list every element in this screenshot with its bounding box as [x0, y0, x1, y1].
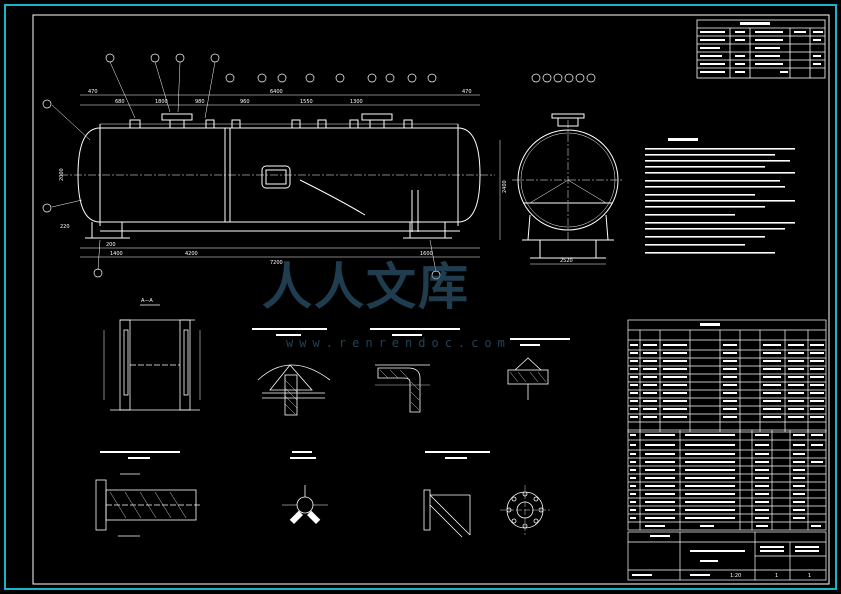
support-detail-caption [290, 451, 316, 459]
detail-2 [375, 364, 430, 413]
detail-1-caption [252, 328, 327, 336]
dim-top-7: 6400 [270, 89, 283, 95]
title-block [627, 531, 827, 581]
detail-3-caption [510, 338, 570, 346]
support-detail-fill [290, 511, 320, 524]
section-a-a-label: A—A [141, 298, 153, 304]
dim-top-4: 960 [240, 99, 250, 105]
watermark-url: www.renrendoc.com [286, 336, 511, 350]
title-block-sheet: 1 [775, 573, 778, 579]
dim-top-3: 980 [195, 99, 205, 105]
support-detail [282, 485, 328, 521]
dim-left-2: 2000 [59, 168, 65, 181]
parts-list [627, 429, 827, 531]
detail-1 [257, 364, 331, 416]
table-text-blocks [630, 323, 824, 576]
outer-frame [4, 4, 837, 590]
detail-2-caption [370, 328, 460, 336]
flange-detail-caption [100, 451, 180, 459]
flange-detail-hatch [109, 491, 187, 519]
dim-top-1: 680 [115, 99, 125, 105]
vessel-elevation [51, 61, 495, 273]
dim-end-height: 2400 [502, 180, 508, 193]
end-view-balloons [531, 73, 596, 83]
section-a-a [103, 304, 201, 411]
detail-2-hatch [379, 369, 420, 411]
dim-top-2: 1800 [155, 99, 168, 105]
bracket-detail [423, 489, 471, 538]
dim-top-5: 1550 [300, 99, 313, 105]
design-data-table [696, 19, 826, 79]
dim-top-0: 470 [88, 89, 98, 95]
detail-3 [507, 357, 549, 400]
dim-left-1: 220 [60, 224, 70, 230]
dim-top-6: 1300 [350, 99, 363, 105]
dim-left-0: 200 [106, 242, 116, 248]
dim-bottom-3: 1600 [420, 251, 433, 257]
nozzle-table [627, 319, 827, 433]
dim-bottom-2: 4200 [185, 251, 198, 257]
title-block-scale: 1:20 [730, 573, 741, 579]
detail-1-hatch [284, 379, 298, 415]
dim-bottom-1: 7200 [270, 260, 283, 266]
detail-3-hatch [509, 371, 547, 383]
title-block-sheets: 1 [808, 573, 811, 579]
inner-border [32, 14, 830, 585]
vessel-end-view [499, 113, 624, 265]
nozzle-balloons [42, 53, 441, 280]
dim-top-8: 470 [462, 89, 472, 95]
flange-detail [95, 473, 200, 537]
technical-notes [645, 138, 795, 254]
dim-end-width: 2520 [560, 258, 573, 264]
dim-bottom-0: 1400 [110, 251, 123, 257]
bracket-detail-caption [425, 451, 490, 459]
watermark-logo: 人人文库 [262, 258, 470, 316]
flange-ring [500, 485, 550, 535]
